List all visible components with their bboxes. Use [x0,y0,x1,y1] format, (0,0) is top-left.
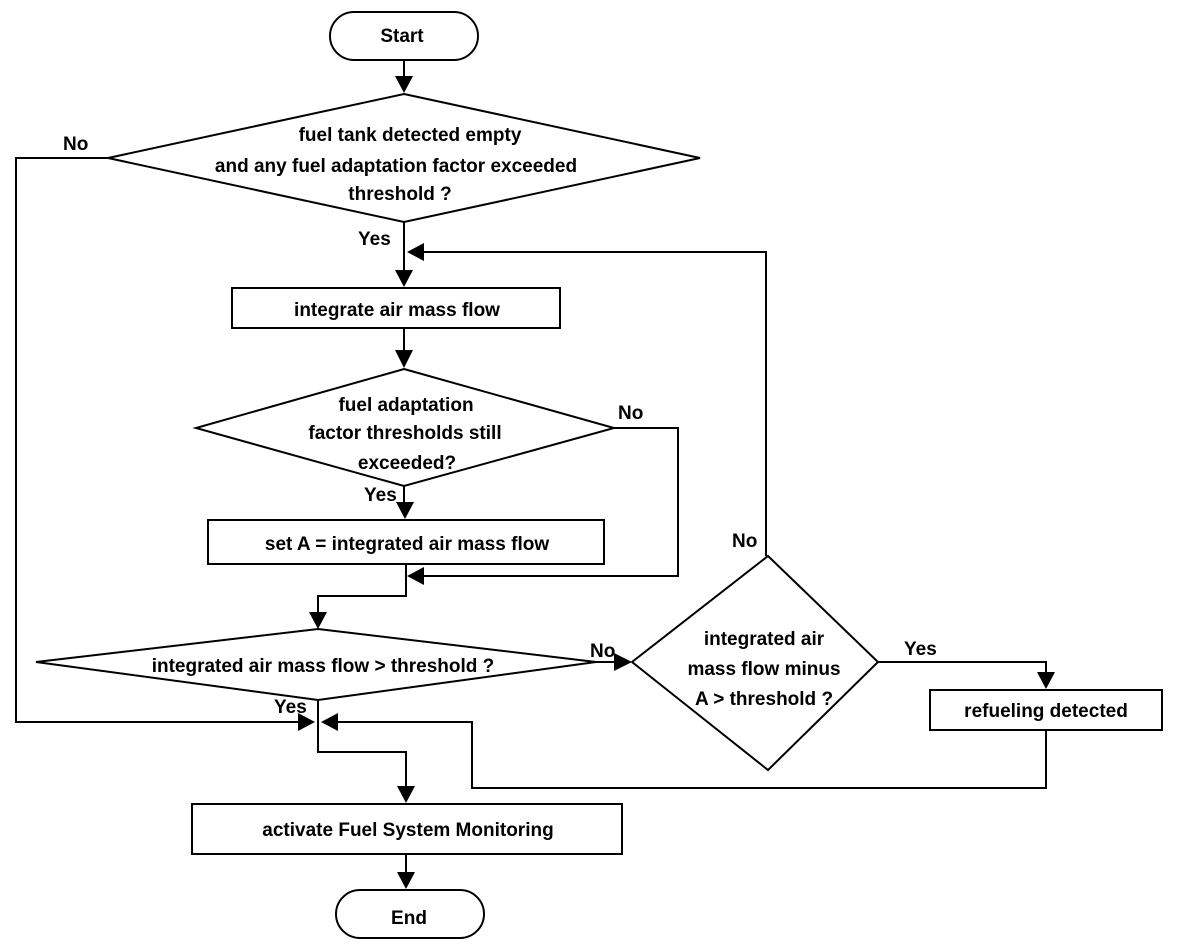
arrowhead-down-to-activate [397,786,415,803]
arrowhead-left-still-no [407,567,424,585]
shapes [35,11,1163,939]
process-activate [191,803,623,855]
arrowhead-right-merge [298,713,315,731]
edge-label-empty-yes: Yes [358,229,391,250]
connector-minus-no-loop [424,251,767,556]
process-integrate [231,287,561,329]
decision-thresholds-still [192,367,618,488]
start-terminal [329,11,479,61]
connector-seta-to-flow [317,564,407,613]
process-set-a [207,519,605,565]
connector-merge-to-activate [317,740,407,787]
node-labels: Start fuel tank detected empty and any f… [152,26,1128,929]
connector-refuel-to-merge [338,721,1047,789]
arrowhead-down-to-end [397,872,415,889]
edge-label-flow-yes: Yes [274,697,307,718]
decision-still-line-3: exceeded? [358,453,456,474]
decision-flow-threshold [35,627,597,702]
decision-empty-line-1: fuel tank detected empty [299,125,522,146]
set-a-label: set A = integrated air mass flow [265,534,549,555]
decision-minus-line-1: integrated air [704,629,825,650]
decision-flow-label: integrated air mass flow > threshold ? [152,656,495,677]
edge-label-still-no: No [618,403,643,424]
start-label: Start [380,26,424,47]
decision-minus-line-3: A > threshold ? [695,689,833,710]
process-refueling [929,689,1163,731]
connector-still-no [424,427,679,577]
decision-minus-threshold [630,554,880,772]
connectors [15,60,1047,872]
decision-still-line-1: fuel adaptation [338,395,473,416]
decision-minus-line-2: mass flow minus [687,659,840,680]
arrowhead-down-to-flow [309,612,327,629]
end-label: End [391,908,427,929]
integrate-label: integrate air mass flow [294,300,500,321]
arrowhead-down-to-seta [396,502,414,519]
arrowhead-right-to-minus [614,653,632,671]
edge-label-flow-no: No [590,641,615,662]
arrowhead-down-to-integrate [395,270,413,287]
arrowhead-down-to-still [395,350,413,368]
activate-label: activate Fuel System Monitoring [262,820,553,841]
edge-labels: No Yes No Yes No No Yes Yes [63,134,937,718]
edge-label-still-yes: Yes [364,485,397,506]
edge-label-empty-no: No [63,134,88,155]
arrowhead-down-to-refuel [1037,672,1055,689]
decision-tank-empty [107,92,701,224]
arrowhead-left-loop [407,243,424,261]
arrowheads [298,76,1055,889]
end-terminal [335,889,485,939]
connector-empty-no-to-merge [15,157,298,723]
connector-minus-yes-to-refuel [878,661,1047,674]
refueling-label: refueling detected [964,701,1128,722]
decision-empty-line-3: threshold ? [348,184,451,205]
arrowhead-down-to-decision-empty [395,76,413,93]
edge-label-minus-yes: Yes [904,639,937,660]
decision-still-line-2: factor thresholds still [308,423,501,444]
edge-label-minus-no: No [732,531,757,552]
arrowhead-left-merge [321,713,338,731]
decision-empty-line-2: and any fuel adaptation factor exceeded [215,156,577,177]
